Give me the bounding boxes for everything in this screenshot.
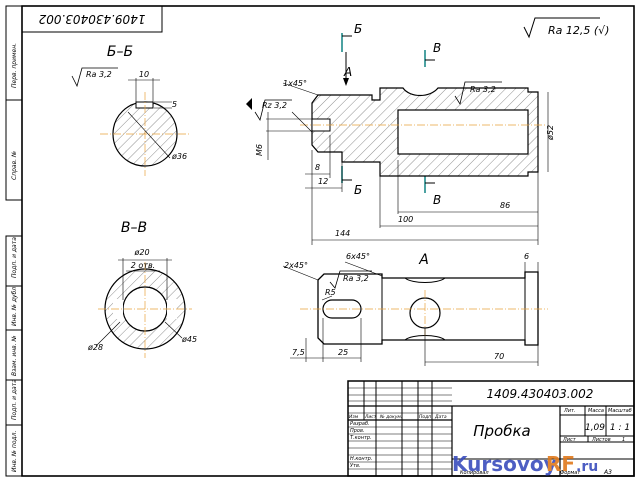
side-stamp-1: Перв. примен. <box>11 43 18 88</box>
cut-label-b-top: Б <box>354 22 362 36</box>
copied-label: Копировал <box>460 470 489 476</box>
format-value: А3 <box>603 469 612 476</box>
role-norm-control: Н.контр. <box>350 456 372 462</box>
section-vv: В–В ø20 2 отв. ø28 ø45 <box>87 220 197 358</box>
main-d52: ø52 <box>546 125 555 141</box>
section-vv-holes: 2 отв. <box>131 261 155 270</box>
sheets-count: 1 <box>622 437 625 443</box>
doc-number: 1409.430403.002 <box>487 387 594 401</box>
title-block: 1409.430403.002 Пробка Изм Лист № докум.… <box>347 380 635 477</box>
lit-label: Лит. <box>563 408 576 414</box>
main-chamfer: 1x45° <box>283 79 307 88</box>
side-stamp-4: Инв. № дубл. <box>11 285 18 326</box>
side-stamp-2: Справ. № <box>11 151 18 180</box>
scale-value: 1 : 1 <box>610 423 630 433</box>
side-stamp-6: Подп. и дата <box>11 379 18 420</box>
role-tech-control: Т.контр. <box>350 435 372 441</box>
view-a-ra: Ra 3,2 <box>343 274 369 283</box>
view-a-arrow-label: А <box>343 65 352 79</box>
side-stamp-7: Инв. № подл. <box>11 431 18 472</box>
section-bb-dim-10: 10 <box>139 70 149 79</box>
section-bb-ra: Ra 3,2 <box>86 70 112 79</box>
top-stamp: 1409.430403.002 <box>21 5 163 33</box>
top-stamp-text: 1409.430403.002 <box>39 12 146 26</box>
role-approved: Утв. <box>350 463 361 469</box>
main-dim-100: 100 <box>398 215 413 224</box>
col-header-list: Лист <box>364 414 377 420</box>
side-stamp-3: Подп. и дата <box>11 237 18 278</box>
section-bb: Б–Б Ra 3,2 10 5 ø36 <box>71 44 190 176</box>
col-header-doc: № докум. <box>379 414 402 420</box>
view-a-dim-70: 70 <box>494 352 504 361</box>
main-dim-144: 144 <box>335 229 350 238</box>
general-roughness: Ra 12,5 (√) <box>523 17 609 39</box>
view-a-dim-25: 25 <box>338 348 348 357</box>
side-stamp-5: Взам. инв. № <box>11 335 18 376</box>
sheets-label: Листов <box>591 437 611 443</box>
view-a: А 2x45° 6x45° Ra 3,2 R5 6 7,5 25 70 <box>282 252 548 366</box>
mass-value: 1,09 <box>585 423 605 433</box>
view-a-dim-75: 7,5 <box>292 348 305 357</box>
col-header-date: Дата <box>434 414 447 420</box>
general-roughness-text: Ra 12,5 (√) <box>548 24 609 37</box>
main-ra: Ra 3,2 <box>470 85 496 94</box>
view-a-chamfer-6: 6x45° <box>346 252 370 261</box>
watermark-logo: Kursovoy RF .ru <box>452 452 598 476</box>
view-a-title: А <box>418 252 429 268</box>
side-stamp: Перв. примен. Справ. № Подп. и дата Инв.… <box>5 5 23 477</box>
sheet-label: Лист <box>562 437 577 443</box>
main-dim-12: 12 <box>318 177 328 186</box>
view-a-r5: R5 <box>325 288 336 297</box>
section-vv-dim-d20: ø20 <box>133 248 149 257</box>
cut-label-b-bottom: Б <box>354 183 362 197</box>
section-bb-dim-d36: ø36 <box>171 152 187 161</box>
main-section-view: Б Б В В А 1x45° Rz 3,2 M6 Ra 3,2 ø52 <box>246 22 555 245</box>
main-rz: Rz 3,2 <box>262 101 287 110</box>
view-a-chamfer-2: 2x45° <box>284 261 308 270</box>
section-bb-roughness <box>71 67 118 88</box>
col-header-sign: Подп. <box>419 414 433 420</box>
section-bb-dim-5: 5 <box>172 100 177 109</box>
main-dim-8: 8 <box>315 163 320 172</box>
view-a-dim-6: 6 <box>524 252 529 261</box>
cut-label-v-top: В <box>433 41 441 55</box>
main-thread: M6 <box>255 144 264 156</box>
mass-label: Масса <box>588 408 604 414</box>
part-name: Пробка <box>473 422 530 440</box>
section-bb-title: Б–Б <box>107 44 133 60</box>
section-vv-dim-d45: ø45 <box>181 335 197 344</box>
role-developer: Разраб. <box>350 421 370 427</box>
section-vv-title: В–В <box>121 220 147 236</box>
watermark-part3: .ru <box>576 459 598 475</box>
col-header-izm: Изм <box>349 414 359 420</box>
scale-label: Масштаб <box>608 408 632 414</box>
main-dim-86: 86 <box>500 201 510 210</box>
section-vv-dim-d28: ø28 <box>87 343 103 352</box>
watermark-part2: RF <box>546 452 575 476</box>
role-checker: Пров. <box>350 428 365 434</box>
watermark-part1: Kursovoy <box>452 452 557 476</box>
format-label: Формат <box>560 470 581 476</box>
cut-label-v-bottom: В <box>433 193 441 207</box>
